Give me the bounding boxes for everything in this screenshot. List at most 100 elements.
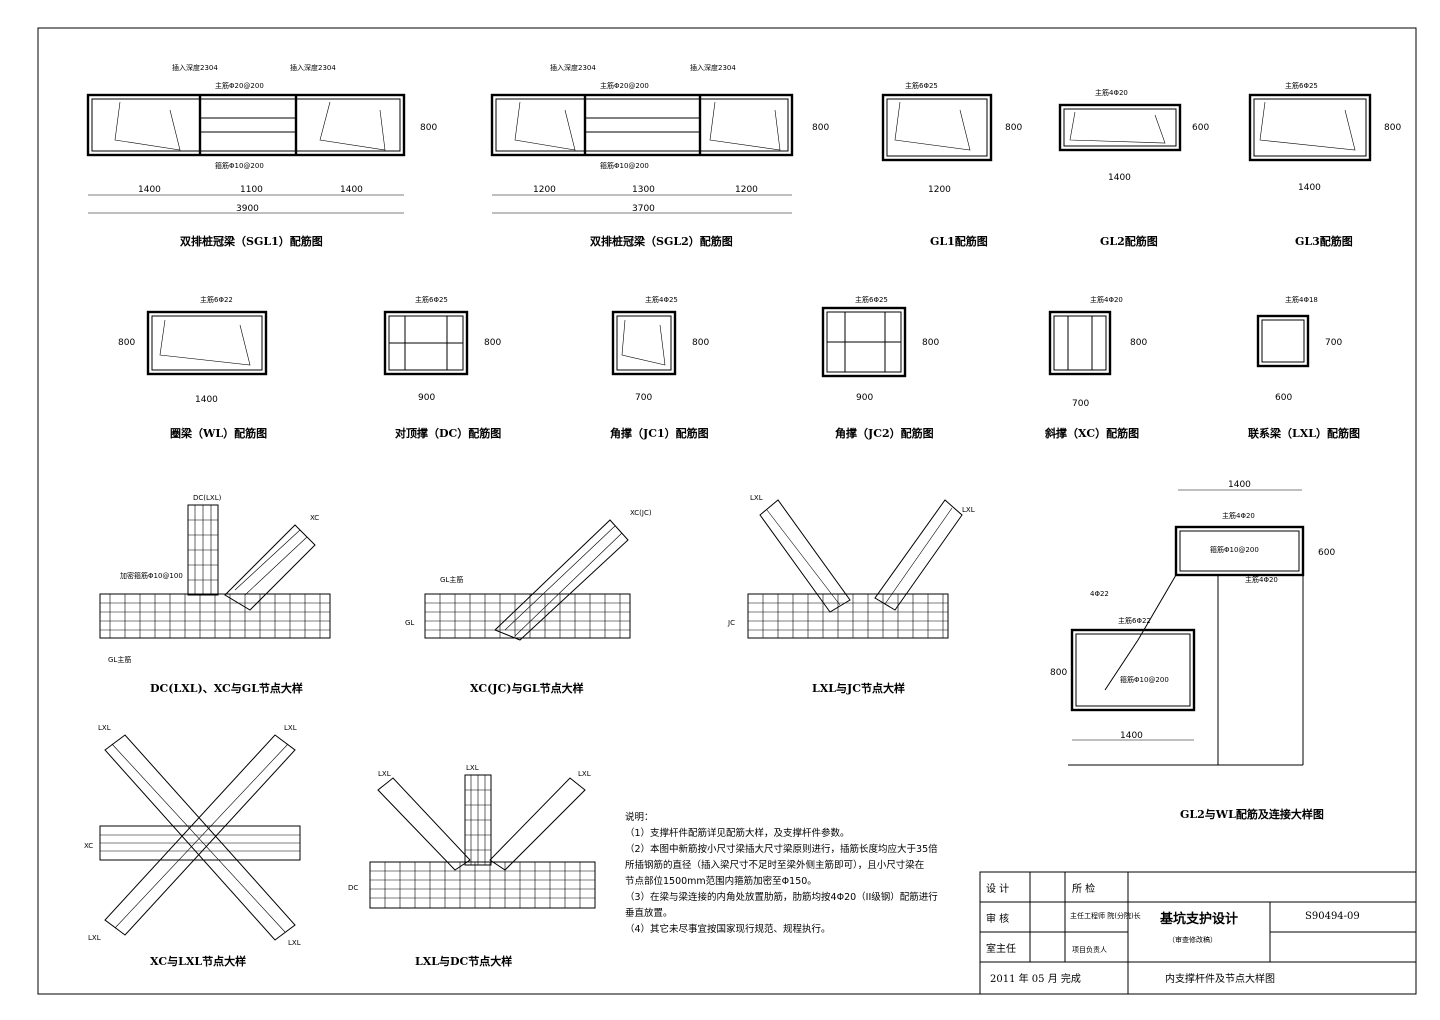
- gl3-label: 主筋6Φ25: [1285, 81, 1318, 90]
- node6-label: LXL: [378, 770, 391, 778]
- tb-c3: 项目负责人: [1072, 945, 1107, 954]
- sgl2-label: 插入深度2304: [550, 63, 596, 72]
- node4-label: 主筋4Φ20: [1222, 511, 1255, 520]
- sgl1-height: 800: [420, 123, 437, 133]
- tb-date: 2011 年 05 月 完成: [990, 972, 1081, 985]
- sgl1-label: 主筋Φ20@200: [215, 81, 264, 90]
- sgl2-title: 双排桩冠梁（SGL2）配筋图: [590, 234, 733, 248]
- wl-label: 主筋6Φ22: [200, 295, 233, 304]
- jc1-title: 角撑（JC1）配筋图: [610, 426, 709, 440]
- jc2-width: 900: [856, 393, 873, 403]
- sgl1-dim-2: 1100: [240, 185, 263, 195]
- node-detail-1: DC(LXL) XC GL主筋 加密箍筋Φ10@100 DC(LXL)、XC与G…: [99, 494, 331, 695]
- node4-width: 1400: [1228, 480, 1251, 490]
- lxl-height: 700: [1325, 338, 1342, 348]
- tb-project: 基坑支护设计: [1159, 911, 1238, 927]
- section-xc: 700 800 主筋4Φ20 斜撑（XC）配筋图: [1044, 295, 1147, 440]
- notes-line: （1）支撑杆件配筋详见配筋大样，及支撑杆件参数。: [625, 827, 850, 839]
- section-gl2: 1400 600 主筋4Φ20 GL2配筋图: [1058, 88, 1209, 248]
- node1-title: DC(LXL)、XC与GL节点大样: [150, 681, 303, 695]
- node2-label: XC(JC): [630, 509, 652, 517]
- section-dc: 900 800 主筋6Φ25 对顶撑（DC）配筋图: [383, 295, 501, 440]
- node-detail-2: XC(JC) GL GL主筋 XC(JC)与GL节点大样: [405, 509, 652, 695]
- section-jc2: 900 800 主筋6Φ25 角撑（JC2）配筋图: [821, 295, 939, 440]
- node1-label: DC(LXL): [193, 494, 222, 502]
- node1-label: XC: [310, 514, 319, 522]
- jc1-width: 700: [635, 393, 652, 403]
- node-detail-4: 1400 600 1400 800 主筋4Φ20 主筋4Φ20 箍筋Φ10@20…: [1050, 480, 1335, 821]
- sgl1-dim-3: 1400: [340, 185, 363, 195]
- sgl1-dim-1: 1400: [138, 185, 161, 195]
- node1-label: 加密箍筋Φ10@100: [120, 571, 183, 580]
- tb-subtitle: （审查修改稿）: [1168, 935, 1217, 944]
- tb-check: 审 核: [986, 912, 1009, 925]
- gl2-width: 1400: [1108, 173, 1131, 183]
- node2-title: XC(JC)与GL节点大样: [470, 681, 584, 695]
- node6-title: LXL与DC节点大样: [415, 954, 512, 968]
- sgl2-label: 主筋Φ20@200: [600, 81, 649, 90]
- node2-label: GL主筋: [440, 575, 463, 584]
- wl-height: 800: [118, 338, 135, 348]
- dc-title: 对顶撑（DC）配筋图: [395, 426, 501, 440]
- gl3-width: 1400: [1298, 183, 1321, 193]
- jc2-title: 角撑（JC2）配筋图: [835, 426, 934, 440]
- dc-width: 900: [418, 393, 435, 403]
- node1-label: GL主筋: [108, 655, 131, 664]
- section-wl: 1400 800 主筋6Φ22 圈梁（WL）配筋图: [118, 295, 268, 440]
- notes-line: （4）其它未尽事宜按国家现行规范、规程执行。: [625, 923, 831, 935]
- node6-label: LXL: [578, 770, 591, 778]
- sgl1-dim-total: 3900: [236, 204, 259, 214]
- sgl2-height: 800: [812, 123, 829, 133]
- section-sgl2: 1200 1300 1200 3700 800 插入深度2304 插入深度230…: [490, 63, 829, 248]
- node5-title: XC与LXL节点大样: [150, 954, 246, 968]
- tb-c2: 主任工程师 院(分院)长: [1070, 911, 1141, 920]
- xc-title: 斜撑（XC）配筋图: [1044, 426, 1139, 440]
- node2-label: GL: [405, 619, 414, 627]
- section-lxl: 600 700 主筋4Φ18 联系梁（LXL）配筋图: [1248, 295, 1360, 440]
- notes-line: 节点部位1500mm范围内箍筋加密至Φ150。: [625, 875, 817, 887]
- gl2-label: 主筋4Φ20: [1095, 88, 1128, 97]
- gl2-height: 600: [1192, 123, 1209, 133]
- lxl-title: 联系梁（LXL）配筋图: [1248, 426, 1360, 440]
- node4-height2: 800: [1050, 668, 1067, 678]
- sgl2-label: 插入深度2304: [690, 63, 736, 72]
- xc-width: 700: [1072, 399, 1089, 409]
- node6-label: DC: [348, 884, 358, 892]
- sgl2-label: 箍筋Φ10@200: [600, 161, 649, 170]
- node3-title: LXL与JC节点大样: [812, 681, 905, 695]
- grid-hatch: [100, 594, 330, 638]
- tb-design: 设 计: [986, 882, 1009, 895]
- jc2-height: 800: [922, 338, 939, 348]
- xc-height: 800: [1130, 338, 1147, 348]
- notes-heading: 说明：: [625, 811, 654, 823]
- gl3-title: GL3配筋图: [1295, 234, 1353, 248]
- sgl2-dim-2: 1300: [632, 185, 655, 195]
- sgl1-label: 插入深度2304: [172, 63, 218, 72]
- tb-director: 室主任: [986, 942, 1016, 955]
- dc-label: 主筋6Φ25: [415, 295, 448, 304]
- notes-line: 所插钢筋的直径（插入梁尺寸不足时至梁外侧主筋即可），且小尺寸梁在: [625, 859, 924, 871]
- node5-label: LXL: [288, 939, 301, 947]
- section-gl3: 1400 800 主筋6Φ25 GL3配筋图: [1248, 81, 1401, 248]
- notes-line: （3）在梁与梁连接的内角处放置肋筋，肋筋均按4Φ20（II级钢）配筋进行: [625, 891, 938, 903]
- section-jc1: 700 800 主筋4Φ25 角撑（JC1）配筋图: [610, 295, 709, 440]
- node5-label: LXL: [98, 724, 111, 732]
- sgl2-dim-total: 3700: [632, 204, 655, 214]
- lxl-label: 主筋4Φ18: [1285, 295, 1318, 304]
- node4-width2: 1400: [1120, 731, 1143, 741]
- node3-label: JC: [727, 619, 735, 627]
- notes-line: （2）本图中新筋按小尺寸梁插大尺寸梁原则进行，插筋长度均应大于35倍: [625, 843, 938, 855]
- node3-label: LXL: [750, 494, 763, 502]
- xc-label: 主筋4Φ20: [1090, 295, 1123, 304]
- sgl2-dim-3: 1200: [735, 185, 758, 195]
- sgl1-title: 双排桩冠梁（SGL1）配筋图: [180, 234, 323, 248]
- node5-label: XC: [84, 842, 93, 850]
- wl-title: 圈梁（WL）配筋图: [170, 426, 267, 440]
- gl1-title: GL1配筋图: [930, 234, 988, 248]
- section-sgl1: 1400 1100 1400 3900 800 插入深度2304 插入深度230…: [86, 63, 437, 248]
- gl1-label: 主筋6Φ25: [905, 81, 938, 90]
- tb-drawing-no: S90494-09: [1305, 911, 1360, 922]
- wl-width: 1400: [195, 395, 218, 405]
- node3-label: LXL: [962, 506, 975, 514]
